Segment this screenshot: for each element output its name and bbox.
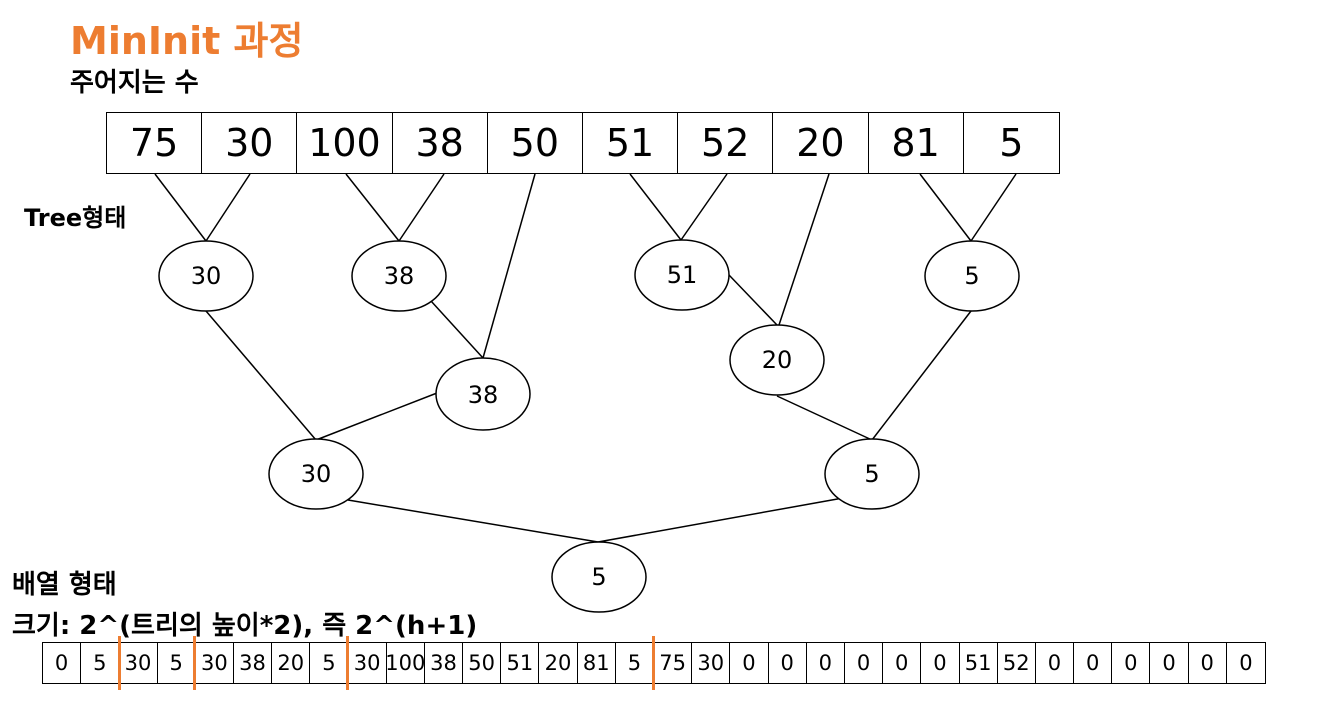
array-cell: 0 (1036, 643, 1075, 683)
tree-node-ellipse (351, 240, 447, 312)
page-title: MinInit 과정 (70, 19, 304, 63)
array-cell: 0 (807, 643, 845, 683)
array-cell: 0 (845, 643, 884, 683)
array-cell: 20 (272, 643, 311, 683)
edge (919, 173, 972, 242)
tree-node-value: 51 (667, 261, 698, 289)
input-cell: 50 (488, 113, 583, 173)
tree-label: Tree형태 (24, 204, 127, 232)
edge (871, 310, 972, 441)
tree-node-value: 20 (762, 346, 793, 374)
edge (205, 173, 251, 242)
array-cell: 0 (1112, 643, 1151, 683)
level-divider-marker (193, 636, 196, 690)
given-numbers-label: 주어지는 수 (70, 68, 199, 98)
edge (154, 173, 207, 242)
array-cell: 50 (463, 643, 502, 683)
array-cell: 0 (43, 643, 82, 683)
input-cell: 5 (999, 121, 1024, 165)
edge (778, 173, 830, 326)
edge (482, 173, 536, 359)
array-size-label: 크기: 2^(트리의 높이*2), 즉 2^(h+1) (12, 611, 478, 641)
input-cell: 20 (773, 113, 869, 173)
array-cell: 38 (234, 643, 273, 683)
array-cell: 51 (501, 643, 540, 683)
input-cell: 81 (869, 113, 964, 173)
array-cell: 20 (539, 643, 578, 683)
tree-node-value: 38 (468, 381, 499, 409)
tree-node-value: 30 (301, 460, 332, 488)
array-cell: 0 (1150, 643, 1189, 683)
tree-node-ellipse (435, 357, 531, 431)
array-cell: 0 (1189, 643, 1227, 683)
input-cell: 100 (297, 113, 393, 173)
tree-node-ellipse (729, 324, 825, 396)
edge (728, 274, 778, 326)
edge (347, 499, 599, 543)
edge (680, 173, 728, 241)
array-cell: 75 (654, 643, 693, 683)
array-cell: 0 (1239, 651, 1253, 675)
array-cell: 38 (425, 643, 464, 683)
tree-node-ellipse (824, 438, 920, 510)
input-cell: 38 (393, 113, 488, 173)
edge (776, 395, 873, 441)
array-cell: 5 (310, 643, 349, 683)
tree-node-ellipse (158, 240, 254, 312)
tree-node-ellipse (634, 239, 730, 311)
input-cell: 30 (202, 113, 298, 173)
array-cell: 51 (960, 643, 998, 683)
tree-node-value: 5 (964, 262, 979, 290)
array-cell: 30 (196, 643, 234, 683)
array-form-label: 배열 형태 (12, 570, 117, 600)
array-cell: 100 (385, 643, 425, 683)
tree-node-value: 38 (384, 262, 415, 290)
edge (398, 173, 445, 242)
edge (315, 392, 438, 441)
tree-node-ellipse (268, 438, 364, 510)
array-cell: 0 (1074, 643, 1113, 683)
level-divider-marker (652, 636, 655, 690)
array-cell: 5 (616, 643, 654, 683)
array-cell: 0 (883, 643, 922, 683)
tree-node-ellipse (924, 240, 1020, 312)
input-cell: 75 (107, 113, 203, 173)
input-cell: 51 (583, 113, 679, 173)
edge (970, 173, 1017, 242)
level-divider-marker (346, 636, 349, 690)
edge (430, 300, 484, 359)
edge (345, 173, 400, 242)
tree-node-value: 5 (591, 563, 606, 591)
array-cell: 5 (81, 643, 120, 683)
tree-node-ellipse (551, 541, 647, 613)
tree-node-value: 30 (191, 262, 222, 290)
array-cell: 0 (730, 643, 769, 683)
array-cell: 30 (119, 643, 158, 683)
array-cell: 30 (692, 643, 731, 683)
input-array: 75 30 100 38 50 51 52 20 81 5 (106, 112, 1060, 174)
array-cell: 5 (158, 643, 196, 683)
tree-node-value: 5 (864, 460, 879, 488)
level-divider-marker (118, 636, 121, 690)
edge (205, 310, 317, 441)
array-cell: 52 (998, 643, 1036, 683)
input-cell: 52 (678, 113, 774, 173)
edge (629, 173, 682, 241)
array-cell: 0 (769, 643, 807, 683)
array-cell: 81 (578, 643, 616, 683)
array-cell: 30 (349, 643, 387, 683)
edge (597, 497, 844, 543)
array-cell: 0 (921, 643, 960, 683)
